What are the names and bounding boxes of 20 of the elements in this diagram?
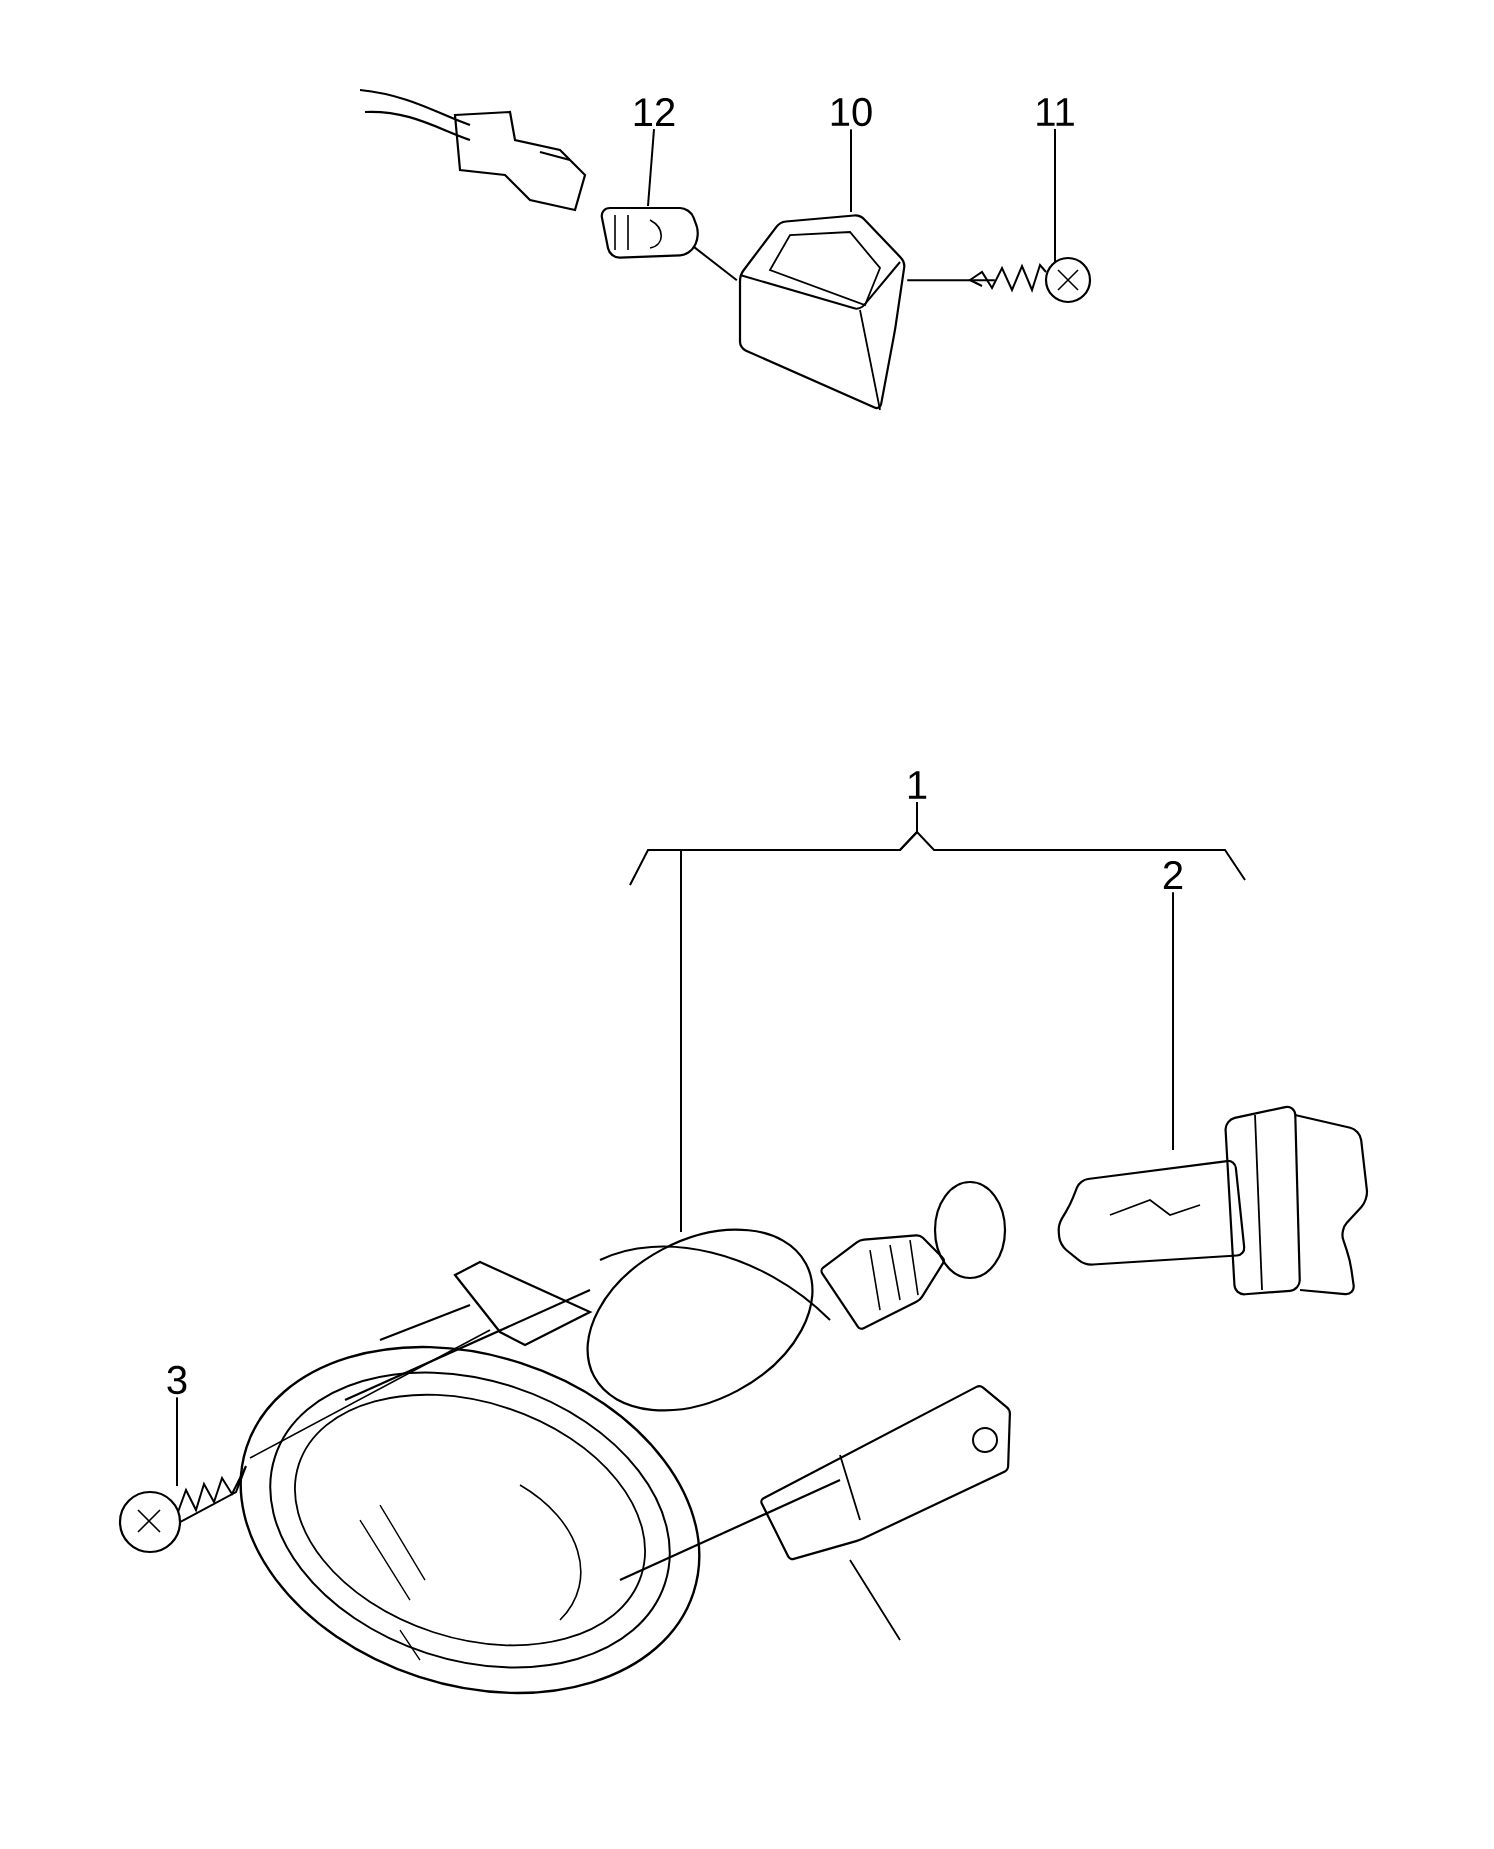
- leader-line: [647, 128, 655, 207]
- leader-line: [680, 800, 918, 1233]
- assembly-line: [906, 279, 996, 282]
- screw-drawing: [118, 1465, 247, 1554]
- leader-line: [850, 128, 852, 213]
- callout-number: 1: [908, 771, 927, 799]
- callout-number: 3: [167, 1365, 187, 1395]
- holder-drawing: [738, 214, 906, 411]
- leader-line: [1054, 127, 1056, 263]
- bulb-drawing: [600, 206, 699, 259]
- screw-drawing: [968, 256, 1092, 304]
- assembly-line: [692, 245, 738, 282]
- leader-line: [1172, 891, 1174, 1151]
- callout-number: 11: [1037, 98, 1074, 126]
- fog-lamp-drawing: [239, 1180, 1011, 1695]
- callout-number: 10: [831, 97, 872, 127]
- leader-line: [176, 1396, 178, 1487]
- callout-number: 2: [1163, 861, 1183, 889]
- callout-number: 12: [634, 98, 675, 126]
- bulb-drawing: [1057, 1105, 1368, 1296]
